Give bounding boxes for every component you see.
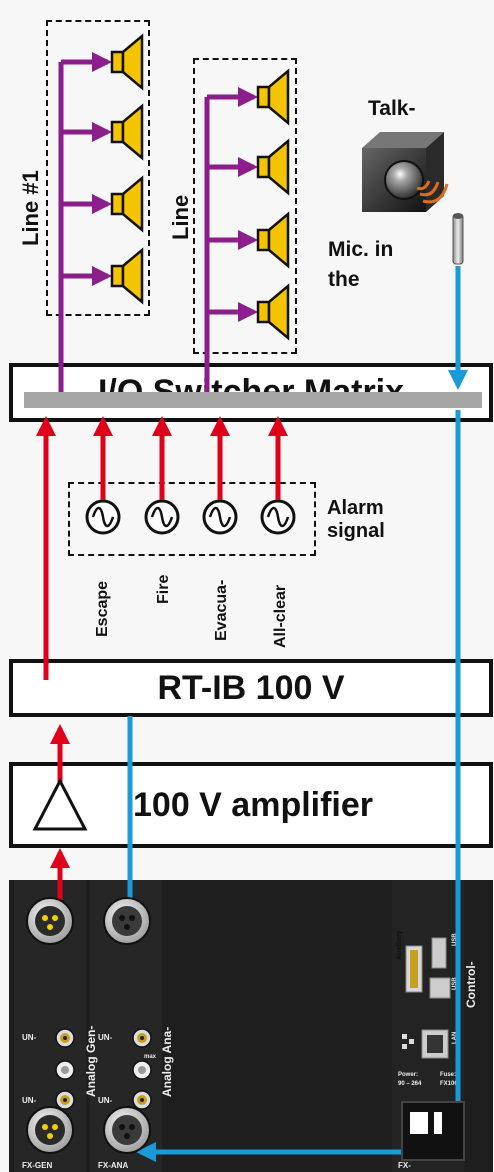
knob-icon (55, 1060, 75, 1080)
speaker-icon (256, 138, 290, 196)
auxiliary-port-inner (410, 950, 418, 988)
power-socket-icon (401, 1101, 465, 1161)
speaker-icon (110, 33, 144, 91)
ana-un-top-label: UN- (98, 1033, 113, 1042)
amplifier-signal-path (36, 416, 70, 918)
fx-bottom-label: FX- (398, 1161, 411, 1170)
rtib-module: RT-IB 100 V (9, 659, 493, 717)
sine-generator-icon (144, 499, 180, 535)
amplifier-module: 100 V amplifier (9, 762, 493, 848)
mic-label-line2: the (328, 268, 360, 291)
bnc-connector-icon (55, 1090, 75, 1110)
xlr-connector-icon (26, 897, 74, 945)
amplifier-label: 100 V amplifier (133, 786, 374, 824)
usb-b-port (429, 977, 451, 999)
line2-speaker-group (193, 58, 297, 354)
fuse-label: Fuse: (440, 1072, 457, 1078)
bnc-connector-icon (132, 1090, 152, 1110)
power-value: 90 – 264 (398, 1081, 422, 1087)
sine-generator-icon (202, 499, 238, 535)
power-label: Power: (398, 1072, 419, 1078)
amplifier-triangle-icon (32, 777, 88, 831)
alarm-label-line2: signal (327, 520, 385, 542)
speaker-icon (110, 103, 144, 161)
gen-un-bottom-label: UN- (22, 1096, 37, 1105)
xlr-connector-icon (26, 1106, 74, 1154)
lan-port-inner (427, 1035, 443, 1053)
gen-un-top-label: UN- (22, 1033, 37, 1042)
line2-bus (204, 87, 258, 400)
alarm-signal-arrows (93, 416, 288, 500)
network-icon (402, 1034, 414, 1049)
rtib-label: RT-IB 100 V (157, 669, 345, 707)
alarm-label-line1: Alarm (327, 497, 384, 519)
ana-un-bottom-label: UN- (98, 1096, 113, 1105)
talk-label: Talk- (368, 97, 416, 120)
matrix-bus-bar (24, 392, 482, 408)
speaker-icon (256, 68, 290, 126)
line1-speaker-group (46, 20, 150, 316)
sine-generator-icon (260, 499, 296, 535)
speaker-icon (256, 283, 290, 341)
ana-max-label: max (144, 1054, 157, 1060)
talkback-unit-icon (362, 132, 449, 212)
microphone-icon (452, 213, 464, 265)
mic-label-line1: Mic. in (328, 238, 394, 261)
speaker-icon (256, 211, 290, 269)
bnc-connector-icon (55, 1028, 75, 1048)
usb-a-port (431, 937, 447, 969)
alarm-signal-group (68, 482, 316, 556)
line1-bus (58, 52, 112, 400)
speaker-icon (110, 247, 144, 305)
ana-bottom-label: FX-ANA (98, 1161, 129, 1170)
knob-icon (132, 1060, 152, 1080)
sine-generator-icon (85, 499, 121, 535)
fuse-value: FX100 (440, 1081, 458, 1087)
gen-bottom-label: FX-GEN (22, 1161, 53, 1170)
xlr-connector-icon (103, 897, 151, 945)
xlr-connector-icon (103, 1106, 151, 1154)
speaker-icon (110, 175, 144, 233)
bnc-connector-icon (132, 1028, 152, 1048)
